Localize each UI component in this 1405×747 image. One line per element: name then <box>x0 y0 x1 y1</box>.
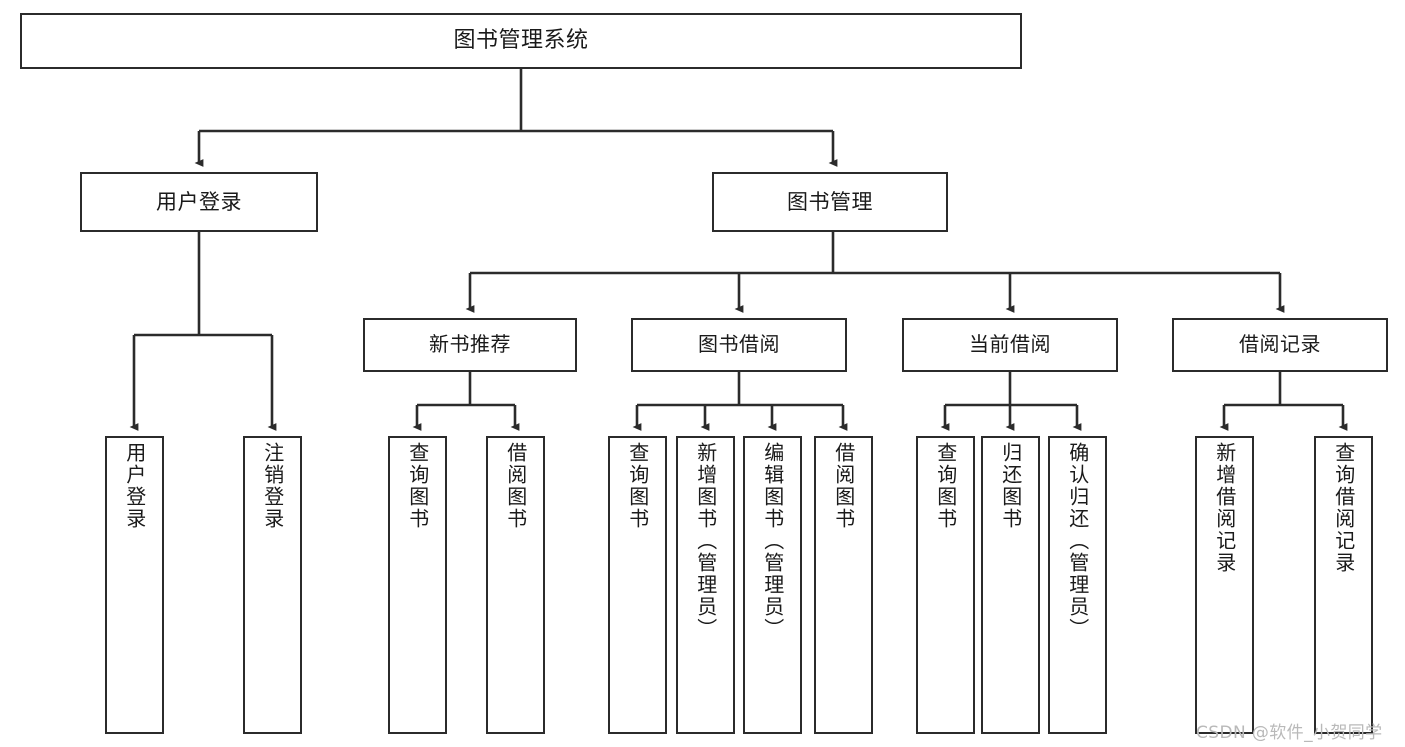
node-current-borrow-label: 当前借阅 <box>969 332 1051 357</box>
node-leaf-query-book-2[interactable]: 查询图书 <box>608 436 667 734</box>
node-leaf-borrow-book-1-label: 借阅图书 <box>503 442 528 530</box>
node-leaf-user-login[interactable]: 用户登录 <box>105 436 164 734</box>
node-leaf-add-book-label: 新增图书（管理员） <box>693 442 718 640</box>
node-user-login[interactable]: 用户登录 <box>80 172 318 232</box>
node-leaf-add-book[interactable]: 新增图书（管理员） <box>676 436 735 734</box>
node-leaf-add-record[interactable]: 新增借阅记录 <box>1195 436 1254 734</box>
csdn-watermark: CSDN @软件_小贺同学 <box>1196 723 1383 743</box>
node-leaf-user-login-label: 用户登录 <box>122 442 147 530</box>
node-leaf-edit-book-label: 编辑图书（管理员） <box>760 442 785 640</box>
node-user-login-label: 用户登录 <box>156 189 242 214</box>
node-book-manage-label: 图书管理 <box>787 189 873 214</box>
node-leaf-query-book-1[interactable]: 查询图书 <box>388 436 447 734</box>
node-leaf-borrow-book-1[interactable]: 借阅图书 <box>486 436 545 734</box>
node-book-borrow-label: 图书借阅 <box>698 332 780 357</box>
node-current-borrow[interactable]: 当前借阅 <box>902 318 1118 372</box>
node-borrow-record[interactable]: 借阅记录 <box>1172 318 1388 372</box>
node-book-borrow[interactable]: 图书借阅 <box>631 318 847 372</box>
node-leaf-confirm-return-label: 确认归还（管理员） <box>1065 442 1090 640</box>
node-new-book-rec-label: 新书推荐 <box>429 332 511 357</box>
node-leaf-borrow-book-2[interactable]: 借阅图书 <box>814 436 873 734</box>
node-leaf-query-record[interactable]: 查询借阅记录 <box>1314 436 1373 734</box>
node-root[interactable]: 图书管理系统 <box>20 13 1022 69</box>
node-leaf-query-book-3[interactable]: 查询图书 <box>916 436 975 734</box>
node-root-label: 图书管理系统 <box>453 28 589 54</box>
node-leaf-query-book-2-label: 查询图书 <box>625 442 650 530</box>
node-leaf-add-record-label: 新增借阅记录 <box>1212 442 1237 574</box>
node-leaf-logout-label: 注销登录 <box>260 442 285 530</box>
node-borrow-record-label: 借阅记录 <box>1239 332 1321 357</box>
node-leaf-return-book-label: 归还图书 <box>998 442 1023 530</box>
node-leaf-edit-book[interactable]: 编辑图书（管理员） <box>743 436 802 734</box>
node-leaf-logout[interactable]: 注销登录 <box>243 436 302 734</box>
node-leaf-confirm-return[interactable]: 确认归还（管理员） <box>1048 436 1107 734</box>
node-leaf-borrow-book-2-label: 借阅图书 <box>831 442 856 530</box>
node-leaf-query-book-1-label: 查询图书 <box>405 442 430 530</box>
node-new-book-rec[interactable]: 新书推荐 <box>363 318 577 372</box>
node-leaf-query-book-3-label: 查询图书 <box>933 442 958 530</box>
node-book-manage[interactable]: 图书管理 <box>712 172 948 232</box>
node-leaf-return-book[interactable]: 归还图书 <box>981 436 1040 734</box>
node-leaf-query-record-label: 查询借阅记录 <box>1331 442 1356 574</box>
